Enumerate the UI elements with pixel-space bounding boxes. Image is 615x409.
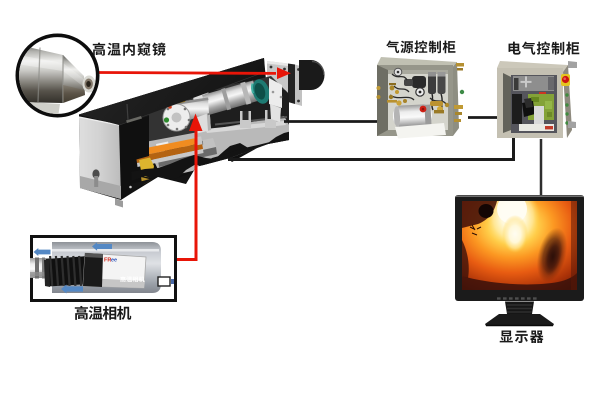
svg-text:ee: ee — [111, 258, 117, 264]
svg-text:FR: FR — [104, 258, 111, 264]
